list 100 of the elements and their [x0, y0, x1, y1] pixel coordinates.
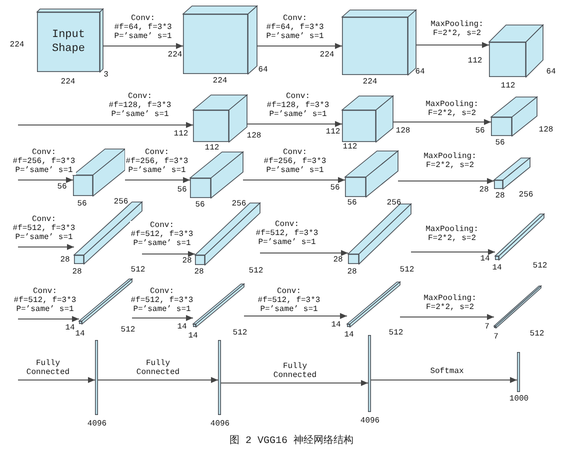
dimension-label: 224 — [320, 50, 334, 60]
dimension-label: 14 — [65, 324, 75, 332]
arrow — [18, 316, 80, 322]
tensor-block — [347, 282, 400, 327]
dimension-label: 512 — [532, 262, 548, 270]
arrow — [18, 177, 74, 183]
edge-label: Conv: #f=512, f=3*3 P=’same’ s=1 — [130, 287, 194, 314]
dimension-label: 28 — [194, 268, 204, 276]
dimension-label: 512 — [388, 328, 404, 338]
dimension-label: 4096 — [87, 420, 107, 428]
edge-label: Conv: #f=512, f=3*3 P=’same’ s=1 — [257, 287, 321, 314]
edge-label: Conv: #f=512, f=3*3 P=’same’ s=1 — [13, 287, 77, 314]
dimension-label: 56 — [77, 200, 87, 208]
dimension-label: 512 — [130, 266, 146, 274]
arrow — [220, 380, 368, 386]
dimension-label: 14 — [75, 330, 85, 338]
dimension-label: 256 — [114, 198, 128, 206]
dimension-label: 64 — [546, 68, 556, 76]
block-label: Input Shape — [50, 28, 86, 57]
edge-label: Conv: #f=512, f=3*3 P=’same’ s=1 — [130, 221, 194, 248]
dimension-label: 4096 — [360, 416, 380, 426]
dimension-label: 224 — [362, 78, 378, 86]
tensor-block — [494, 286, 541, 328]
dimension-label: 14 — [177, 322, 187, 332]
tensor-block — [342, 10, 416, 75]
edge-label: Conv: #f=256, f=3*3 P=’same’ s=1 — [263, 148, 327, 175]
arrow — [18, 244, 74, 250]
arrow — [244, 313, 348, 319]
arrow — [98, 377, 218, 383]
arrow — [18, 122, 194, 128]
dimension-label: 56 — [330, 184, 340, 192]
dimension-label: 56 — [495, 138, 505, 148]
arrow — [410, 249, 496, 255]
dimension-label: 256 — [386, 198, 402, 208]
dimension-label: 28 — [479, 186, 489, 194]
dimension-label: 256 — [518, 190, 534, 200]
dimension-label: 128 — [538, 126, 554, 134]
arrow — [142, 251, 196, 257]
tensor-block — [489, 25, 543, 77]
dimension-label: 28 — [60, 256, 70, 264]
arrow — [398, 178, 494, 184]
dimension-label: 28 — [347, 268, 357, 276]
dimension-label: 512 — [400, 266, 414, 274]
dimension-label: 112 — [342, 142, 358, 152]
arrow — [400, 314, 494, 320]
dimension-label: 28 — [72, 268, 82, 276]
arrow — [260, 250, 348, 256]
dimension-label: 28 — [495, 192, 505, 200]
dimension-label: 112 — [174, 130, 188, 138]
dimension-label: 28 — [182, 256, 192, 266]
dimension-label: 112 — [204, 144, 220, 152]
arrow — [416, 42, 490, 48]
edge-label: Conv: #f=128, f=3*3 P=’same’ s=1 — [108, 92, 172, 119]
dimension-label: 224 — [168, 50, 182, 60]
dimension-label: 7 — [494, 332, 498, 342]
tensor-block — [37, 9, 103, 72]
arrow — [246, 121, 342, 127]
dimension-label: 28 — [333, 256, 343, 264]
dimension-label: 512 — [530, 330, 544, 338]
tensor-block — [183, 6, 257, 74]
edge-label: Conv: #f=256, f=3*3 P=’same’ s=1 — [12, 148, 76, 175]
arrow — [124, 177, 190, 183]
tensor-block — [190, 152, 243, 198]
edge-label: Conv: #f=512, f=3*3 P=’same’ s=1 — [12, 215, 76, 242]
dimension-label: 112 — [468, 56, 482, 66]
tensor-block — [345, 151, 398, 197]
dimension-label: 4096 — [210, 420, 230, 428]
dimension-label: 14 — [188, 332, 198, 340]
arrow — [102, 43, 184, 49]
tensor-block — [491, 97, 537, 136]
dimension-label: 64 — [258, 66, 268, 74]
dimension-label: 56 — [475, 126, 485, 136]
arrow — [256, 43, 342, 49]
dimension-label: 224 — [60, 78, 76, 86]
dimension-label: 3 — [104, 70, 108, 80]
dimension-label: 512 — [248, 266, 264, 276]
dimension-label: 224 — [212, 76, 228, 86]
dimension-label: 56 — [57, 182, 67, 192]
arrow — [370, 377, 518, 383]
dimension-label: 256 — [232, 200, 246, 208]
arrow — [132, 315, 194, 321]
dimension-label: 512 — [232, 328, 248, 338]
dimension-label: 1000 — [509, 394, 529, 404]
tensor-block — [73, 149, 125, 196]
figure-caption: 图 2 VGG16 神经网络结构 — [228, 434, 354, 447]
tensor-block — [342, 96, 393, 142]
dimension-label: 128 — [246, 132, 262, 140]
arrow — [242, 177, 346, 183]
edge-label: Conv: #f=512, f=3*3 P=’same’ s=1 — [255, 220, 319, 247]
dimension-label: 14 — [344, 330, 354, 340]
arrow — [392, 119, 492, 125]
dimension-label: 128 — [396, 126, 410, 136]
dimension-label: 56 — [177, 186, 187, 194]
tensor-block — [193, 95, 247, 142]
tensor-block — [494, 158, 530, 189]
dimension-label: 14 — [480, 254, 490, 264]
dimension-label: 7 — [484, 322, 490, 332]
edge-label: Conv: #f=128, f=3*3 P=’same’ s=1 — [266, 92, 330, 119]
dimension-label: 56 — [195, 200, 205, 210]
tensor-block — [495, 214, 544, 260]
